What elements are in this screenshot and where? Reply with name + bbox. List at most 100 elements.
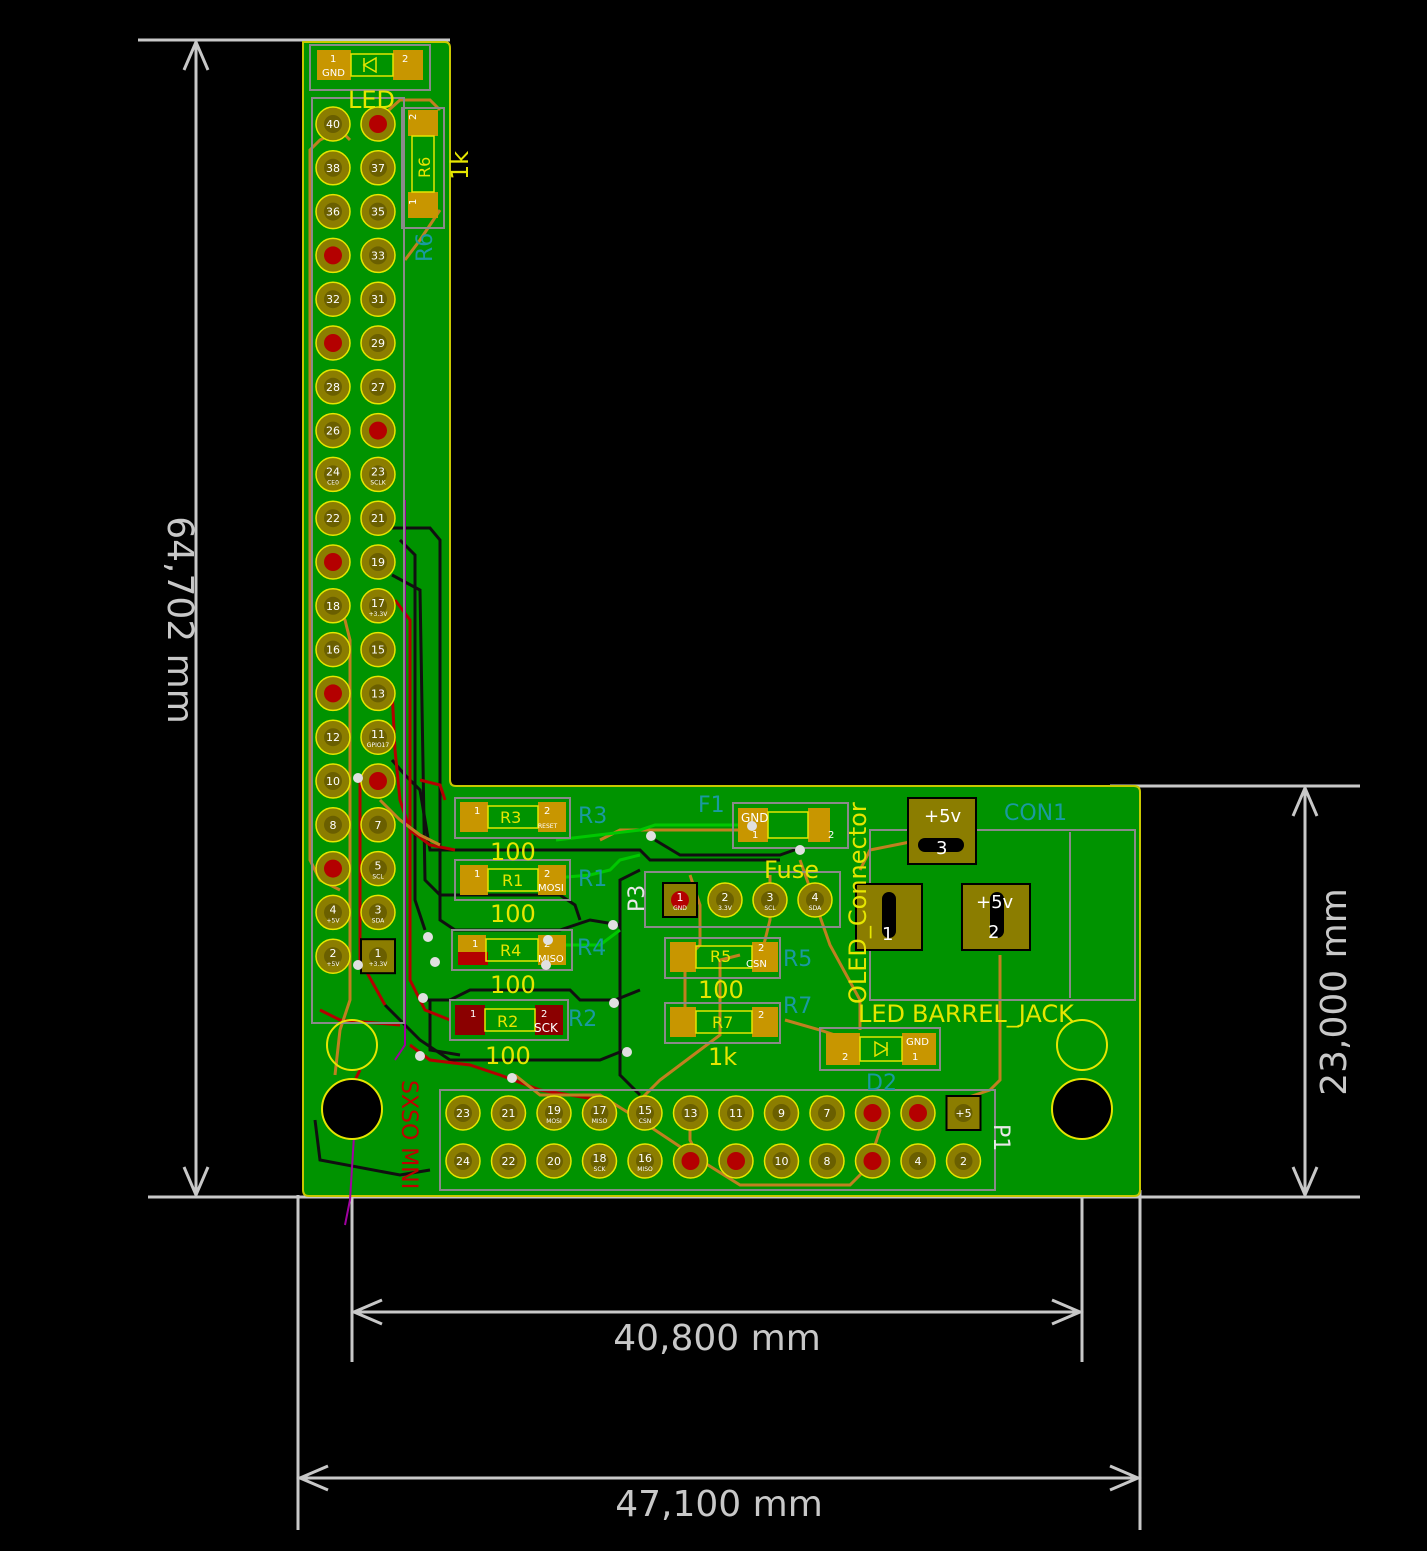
fuse-f1[interactable]: GND 1 2 F1 Fuse [698, 793, 834, 884]
rpi-pin-right-4[interactable]: 31 [360, 281, 396, 317]
r6-ref: R6 [413, 233, 438, 262]
p1-pin-top-5[interactable]: 13 [672, 1095, 709, 1131]
rpi-pin-left-1[interactable]: 38 [315, 150, 351, 186]
rpi-pin-left-16[interactable]: 8 [315, 807, 351, 843]
tracks-black [313, 526, 801, 1177]
barrel-jack-con1[interactable]: +5v 3 1 +5v 2 CON1 BARREL_JACK [855, 797, 1075, 1028]
rpi-pin-left-15[interactable]: 10 [315, 763, 351, 799]
p1-pin-top-0[interactable]: 23 [445, 1095, 481, 1131]
rpi-pin-right-16[interactable]: 7 [360, 807, 396, 843]
rpi-pin-left-0[interactable]: 40 [315, 106, 351, 142]
via-11 [415, 1051, 425, 1061]
p1-pin-bottom-11[interactable]: 2 [945, 1143, 982, 1179]
rpi-pin-left-18[interactable]: 4+5V [315, 894, 351, 931]
rpi-pin-right-10[interactable]: 19 [360, 544, 396, 580]
p1-pin-top-9[interactable] [854, 1095, 891, 1131]
r4-net2: MISO [538, 954, 564, 965]
rpi-pin-right-6[interactable]: 27 [360, 369, 396, 405]
rpi-pin-left-17[interactable] [315, 850, 351, 887]
rpi-pin-right-14-label: 11 [371, 728, 385, 741]
rpi-pin-right-11-label: 17 [371, 597, 385, 610]
p1-pin-bottom-8[interactable]: 8 [809, 1143, 845, 1179]
r5-ref: R5 [783, 947, 812, 972]
rpi-pin-left-19[interactable]: 2+5V [315, 938, 351, 974]
rpi-pin-left-11[interactable]: 18 [315, 588, 351, 624]
resistor-r3[interactable]: 1 2 RESET R3 R3 100 [460, 802, 607, 866]
r1-pad1: 1 [474, 869, 480, 880]
rpi-pin-right-3[interactable]: 33 [360, 237, 396, 274]
rpi-pin-left-6[interactable]: 28 [315, 369, 351, 405]
rpi-pin-right-10-label: 19 [371, 556, 385, 569]
resistor-r4[interactable]: 1 2 MISO R4 R4 100 [458, 935, 606, 999]
rpi-pin-right-19-net: +3.3V [369, 961, 389, 968]
oled-pin-2[interactable]: 23.3V [707, 882, 743, 918]
rpi-pin-right-17-net: SCL [372, 874, 384, 881]
resistor-r2[interactable]: 1 2 SCK R2 R2 100 [455, 1005, 597, 1070]
p1-pin-top-11[interactable]: +5 [945, 1095, 982, 1131]
rpi-pin-right-11-net: +3.3V [369, 611, 389, 618]
oled-pin-1-net: GND [673, 905, 687, 912]
p1-pin-bottom-10[interactable]: 4 [900, 1143, 936, 1179]
led-d2[interactable]: 2 GND 1 LED D2 [826, 1000, 936, 1096]
rpi-pin-left-4[interactable]: 32 [315, 281, 351, 317]
rpi-pin-left-14-label: 12 [326, 731, 340, 744]
rpi-pin-right-2[interactable]: 35 [360, 193, 396, 230]
con1-pin2-net: +5v [976, 892, 1014, 913]
resistor-r6[interactable]: 2 1 R6 1k R6 [408, 110, 474, 262]
rpi-pin-right-15[interactable] [360, 763, 396, 799]
p1-pin-bottom-2[interactable]: 20 [536, 1143, 572, 1179]
rpi-pin-left-13[interactable] [315, 675, 351, 712]
rpi-pin-right-11[interactable]: 17+3.3V [360, 588, 396, 624]
rpi-pin-left-7[interactable]: 26 [315, 412, 351, 449]
rpi-pin-right-1[interactable]: 37 [360, 150, 396, 186]
oled-pin-4-label: 4 [812, 891, 819, 904]
p1-pin-bottom-6[interactable] [718, 1143, 754, 1179]
rpi-pin-left-12[interactable]: 16 [315, 631, 351, 668]
rpi-pin-left-2[interactable]: 36 [315, 193, 351, 230]
p1-pin-bottom-0[interactable]: 24 [445, 1143, 481, 1179]
p1-pin-bottom-7[interactable]: 10 [763, 1143, 800, 1179]
rpi-pin-left-3[interactable] [315, 237, 351, 274]
p1-pin-top-1[interactable]: 21 [490, 1095, 527, 1131]
rpi-pin-left-10[interactable] [315, 544, 351, 580]
rpi-pin-right-12[interactable]: 15 [360, 631, 396, 668]
rpi-pin-right-19[interactable]: 1+3.3V [360, 938, 396, 975]
via-12 [646, 831, 656, 841]
resistor-r5[interactable]: 2 CSN R5 R5 100 [670, 942, 812, 1004]
rpi-pin-right-0[interactable] [360, 106, 396, 142]
rpi-pin-left-18-net: +5V [327, 917, 341, 924]
rpi-pin-right-5[interactable]: 29 [360, 325, 396, 361]
rpi-pin-left-9[interactable]: 22 [315, 500, 351, 536]
dim-height-left: 64,702 mm [159, 516, 200, 724]
led-d1[interactable]: 1 2 GND LED [317, 50, 423, 114]
rpi-pin-left-5[interactable] [315, 325, 351, 361]
p1-pin-top-10[interactable] [900, 1095, 936, 1131]
p1-pin-bottom-9[interactable] [854, 1143, 891, 1179]
p1-pin-top-7[interactable]: 9 [763, 1095, 800, 1131]
rpi-pin-right-13[interactable]: 13 [360, 675, 396, 712]
p1-pin-bottom-1[interactable]: 22 [490, 1143, 527, 1179]
p1-pin-bottom-5[interactable] [672, 1143, 709, 1179]
resistor-r1[interactable]: 1 2 MOSI R1 R1 100 [460, 865, 607, 928]
p1-pin-top-8[interactable]: 7 [809, 1095, 845, 1131]
rpi-pin-left-14[interactable]: 12 [315, 719, 351, 755]
rpi-pin-right-2-label: 35 [371, 206, 385, 219]
resistor-r7[interactable]: 2 R7 R7 1k [670, 994, 812, 1071]
rpi-pin-right-7[interactable] [360, 412, 396, 449]
p1-pin-top-3-net: MISO [592, 1118, 608, 1125]
rpi-pin-right-9[interactable]: 21 [360, 500, 396, 536]
p1-pin-top-6[interactable]: 11 [718, 1095, 754, 1131]
